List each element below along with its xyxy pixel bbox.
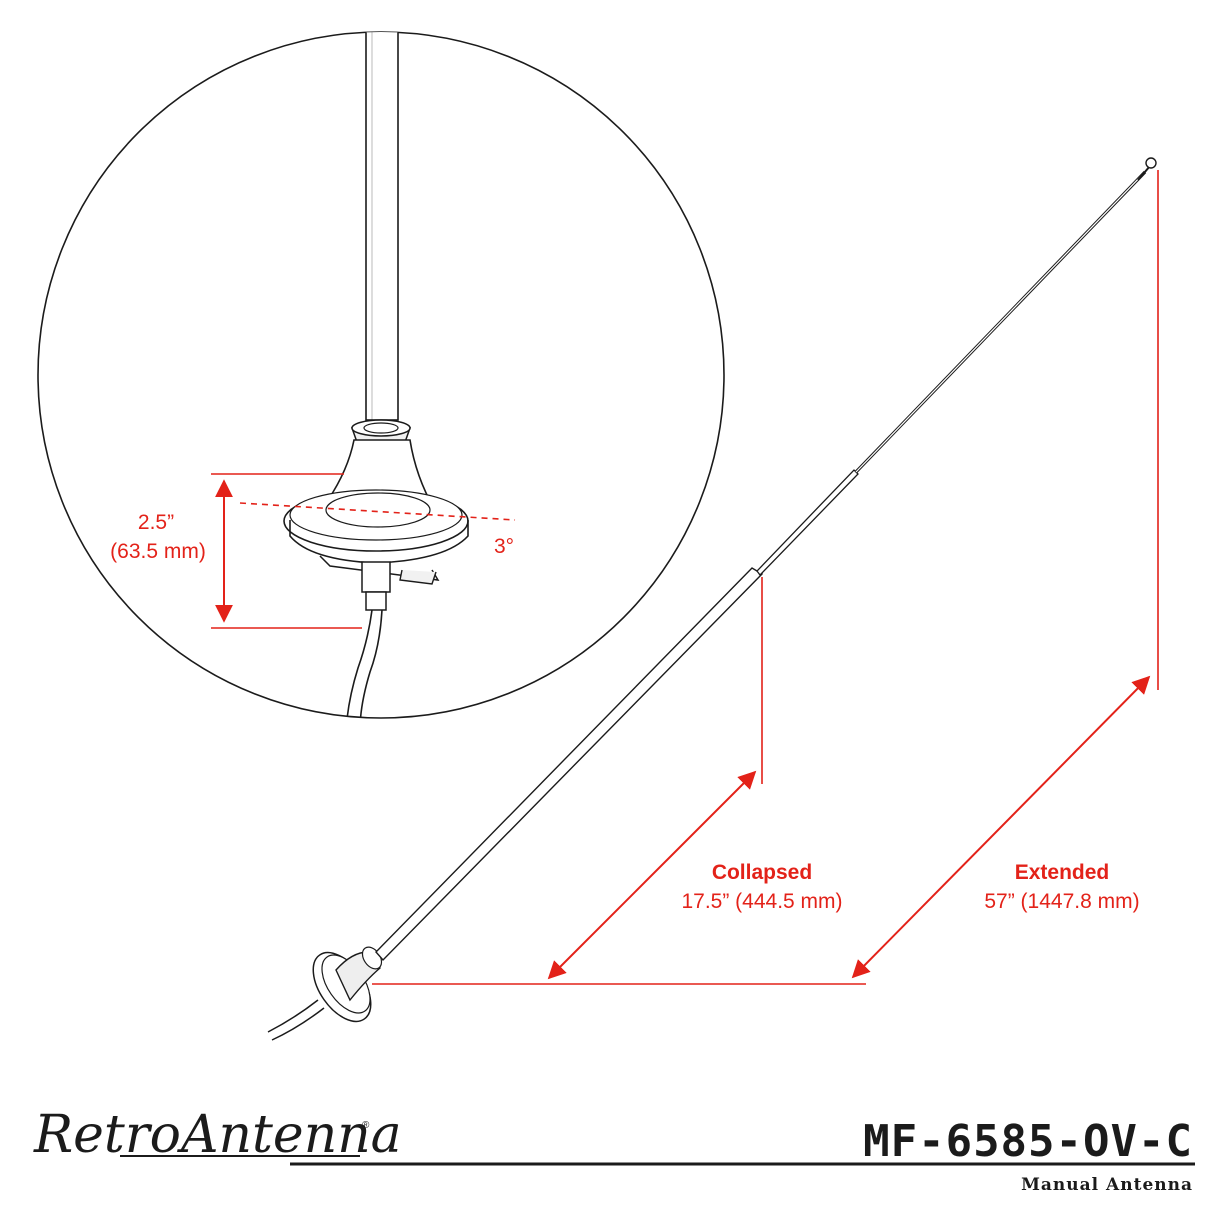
mast-section-1 (375, 567, 764, 962)
product-id: MF-6585-OV-C Manual Antenna (290, 1116, 1195, 1195)
brand-logo: RetroAntenna ® (33, 1105, 402, 1165)
extended-value: 57” (1447.8 mm) (984, 890, 1139, 913)
detail-callout: 2.5” (63.5 mm) 3° (37, 31, 725, 719)
base-height-dimension: 2.5” (63.5 mm) (110, 473, 362, 629)
base-height-inches: 2.5” (138, 511, 174, 534)
mount-angle-indicator: 3° (239, 502, 516, 558)
base-height-mm: (63.5 mm) (110, 540, 206, 563)
product-type: Manual Antenna (1021, 1175, 1193, 1195)
registered-mark: ® (362, 1120, 370, 1131)
mount-angle-label: 3° (494, 535, 514, 558)
detail-mast (365, 32, 399, 421)
extended-dimension: Extended 57” (1447.8 mm) (851, 170, 1159, 979)
antenna-base (312, 946, 383, 1023)
antenna-main (267, 157, 1157, 1041)
collapsed-title: Collapsed (712, 861, 812, 884)
collapsed-value: 17.5” (444.5 mm) (681, 890, 842, 913)
collapsed-dimension: Collapsed 17.5” (444.5 mm) (372, 577, 866, 985)
model-number: MF-6585-OV-C (863, 1116, 1193, 1167)
mast-tip (1145, 157, 1157, 169)
extended-title: Extended (1015, 861, 1110, 884)
mast-section-2 (756, 469, 859, 576)
detail-base-drawing (283, 32, 469, 718)
